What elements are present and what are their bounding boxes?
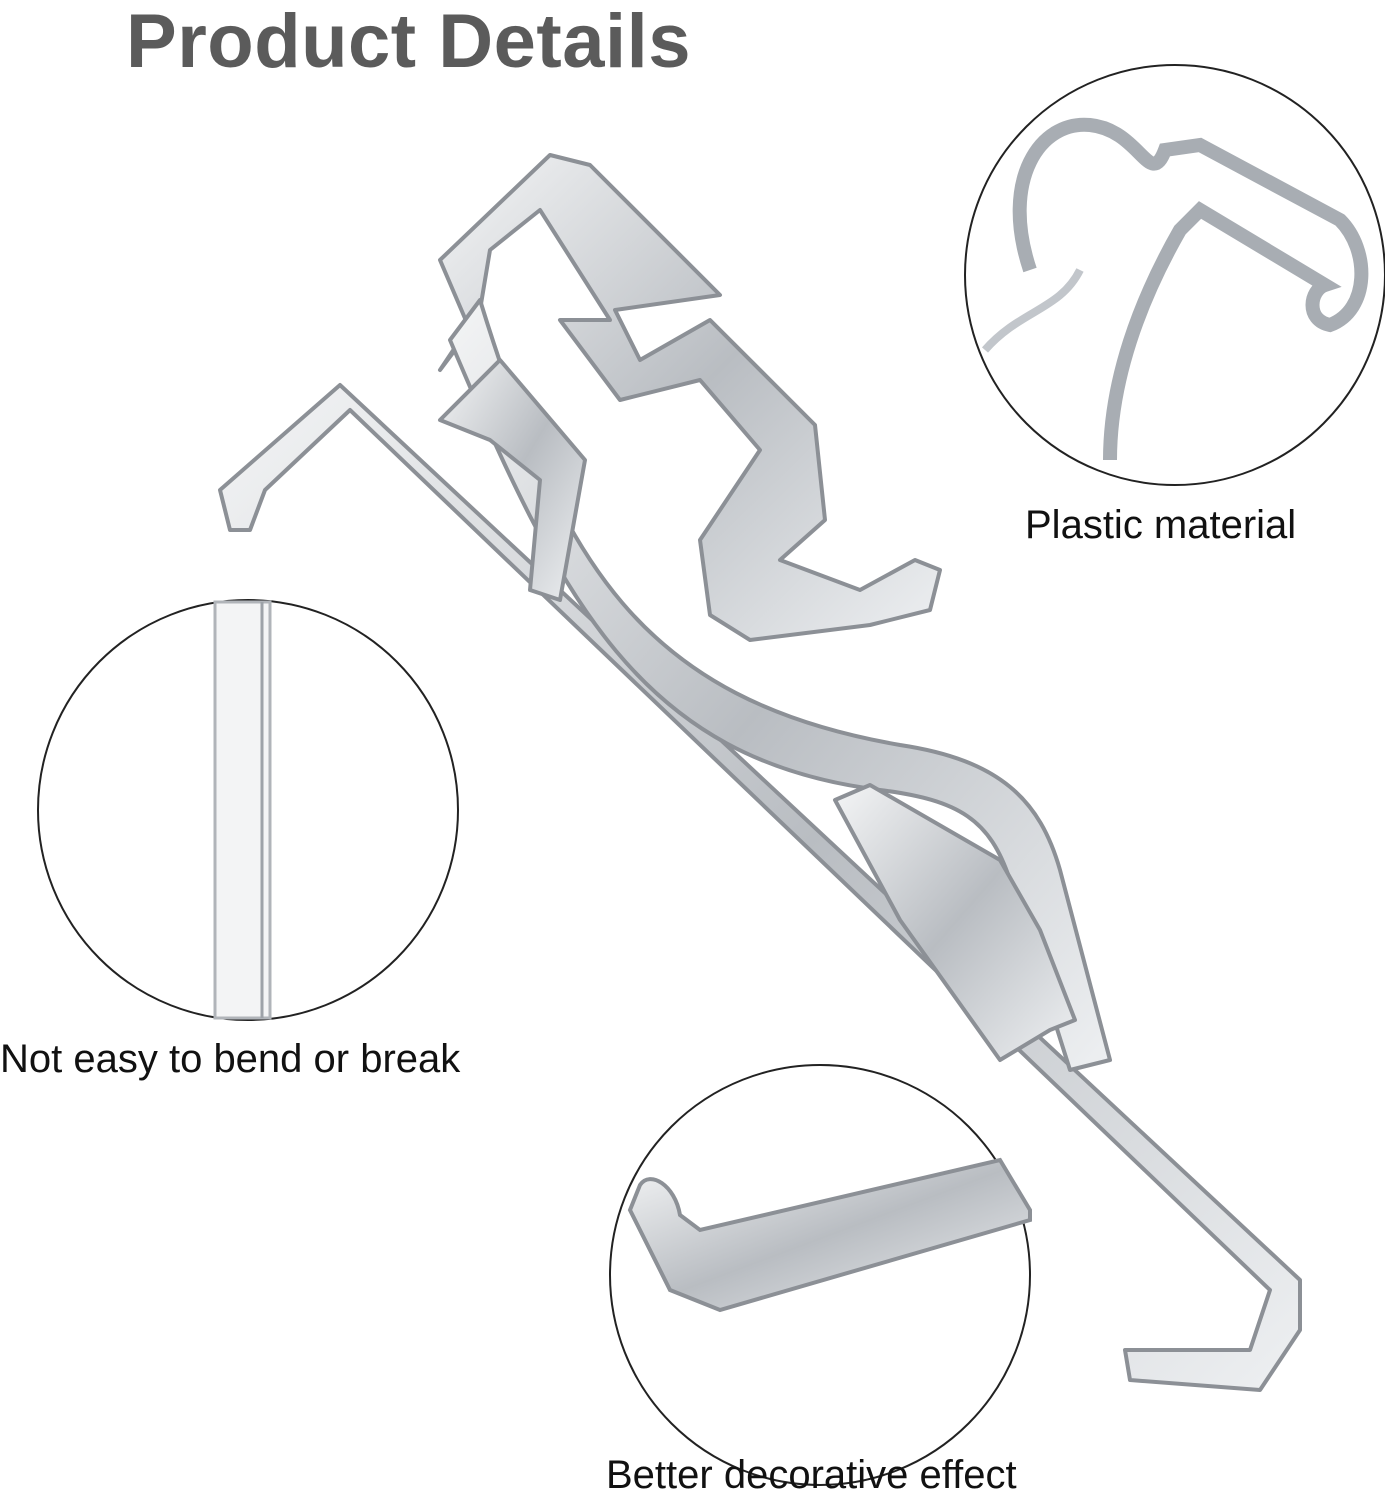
detail-circle-decorative — [609, 1064, 1032, 1486]
feature-label-plastic: Plastic material — [1025, 503, 1297, 547]
curtain-hook-image — [218, 153, 1302, 1392]
feature-label-durable: Not easy to bend or break — [0, 1037, 461, 1081]
detail-circle-bend — [37, 599, 459, 1021]
page-title: Product Details — [126, 0, 691, 84]
detail-circle-plastic — [964, 64, 1385, 486]
feature-label-decorative: Better decorative effect — [606, 1453, 1017, 1497]
